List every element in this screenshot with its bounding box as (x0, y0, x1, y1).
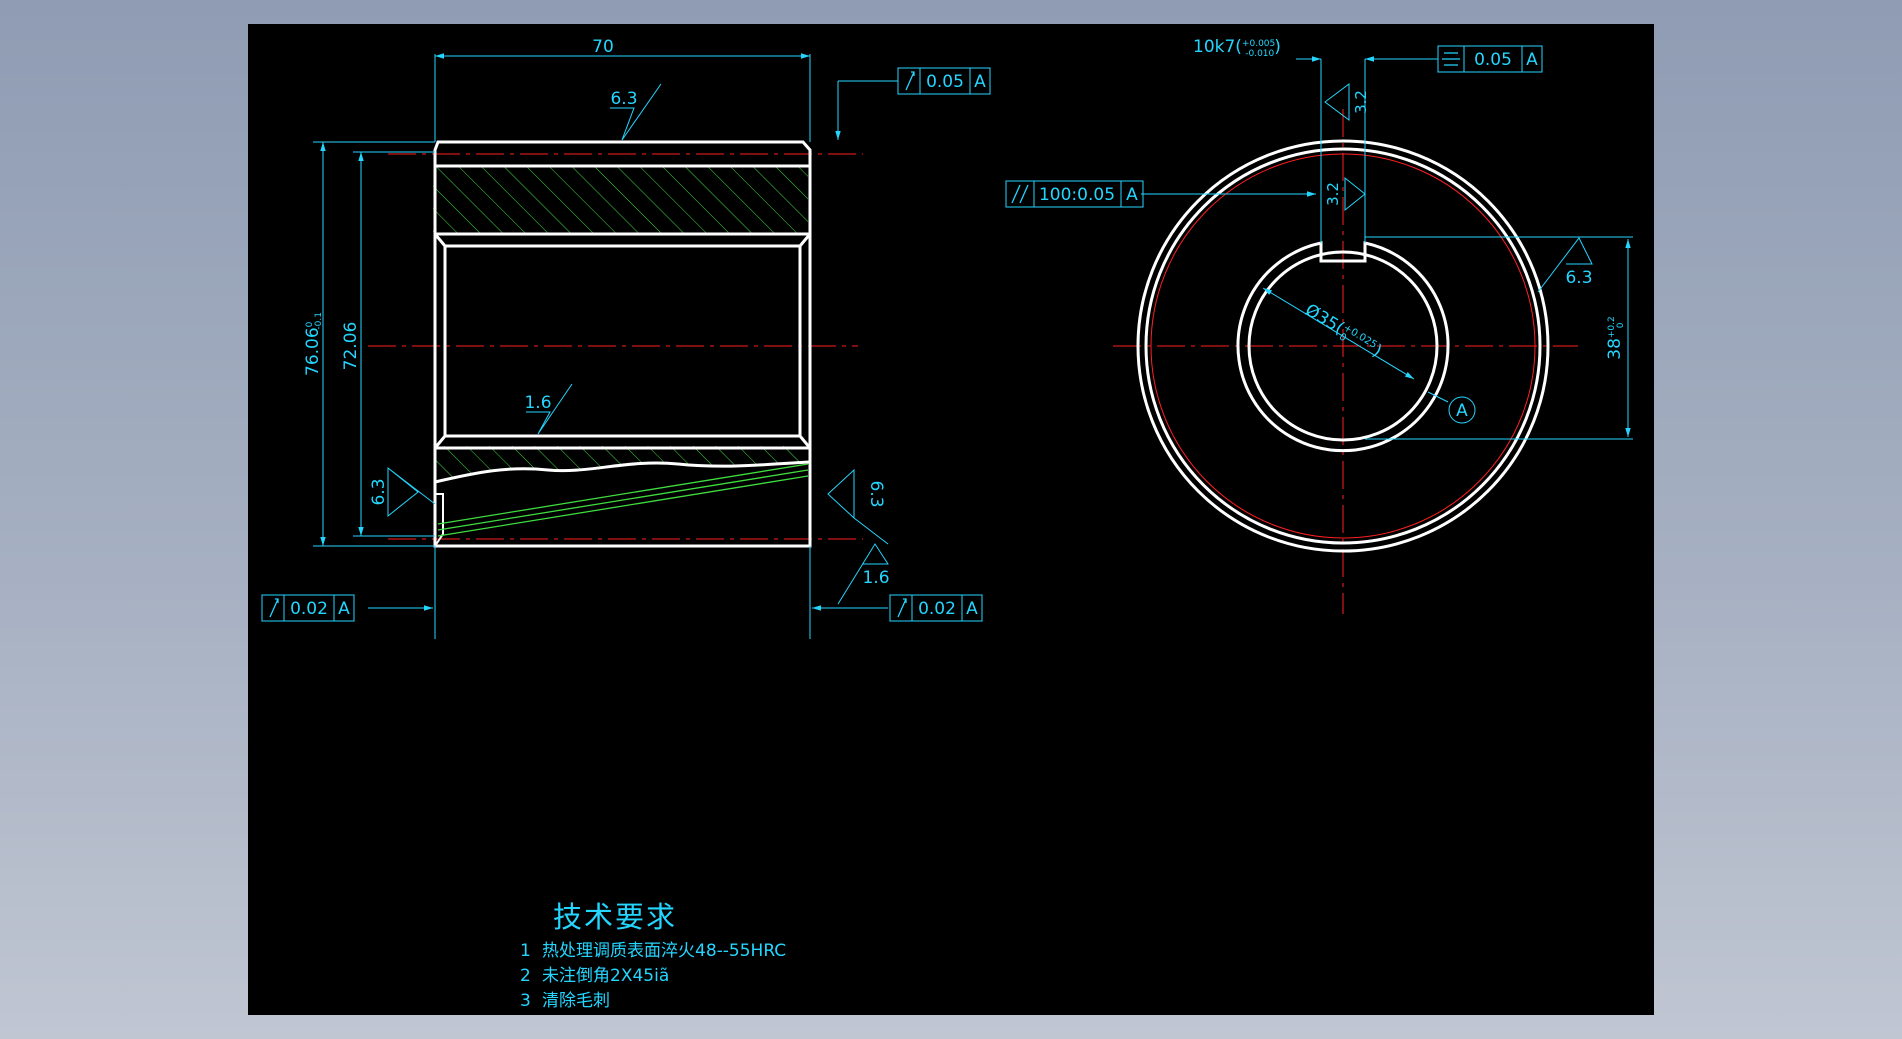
bore-top-chamfer (433, 233, 812, 248)
bore-bottom-chamfer (433, 434, 812, 449)
hatch-top-wall (433, 166, 808, 234)
front-dimensions (313, 53, 898, 639)
outer-chamfer-circle (1144, 147, 1542, 545)
svg-text:0.02: 0.02 (918, 599, 956, 619)
svg-text:100:0.05: 100:0.05 (1039, 185, 1115, 205)
front-section-view (368, 140, 863, 548)
svg-text:A: A (1526, 50, 1538, 70)
svg-text:1.6: 1.6 (524, 393, 551, 413)
runout-icon (269, 598, 279, 618)
svg-text:0.02: 0.02 (290, 599, 328, 619)
svg-text:A: A (338, 599, 350, 619)
svg-text:A: A (966, 599, 978, 619)
roughness-right-chamfer: 6.3 (827, 468, 889, 545)
svg-text:0.05: 0.05 (1474, 50, 1512, 70)
dim-keyway-width: 10k7(+0.005-0.010) (1193, 37, 1281, 59)
runout-icon (905, 71, 915, 91)
svg-text:6.3: 6.3 (866, 480, 886, 507)
tolerance-frame-runout-right: 0.02 A (889, 594, 983, 622)
parallelism-icon (1011, 184, 1029, 204)
svg-text:3.2: 3.2 (1324, 182, 1342, 206)
symmetry-icon (1442, 52, 1460, 66)
svg-text:1.6: 1.6 (862, 568, 889, 588)
dim-outer-diameter: 76.060-0.1 (303, 312, 324, 376)
svg-text:A: A (1456, 401, 1468, 421)
roughness-right-face: 1.6 (837, 543, 890, 605)
dim-key-depth: 38+0.20 (1605, 316, 1626, 360)
svg-text:A: A (1126, 185, 1138, 205)
tolerance-frame-parallelism: 100:0.05 A (1005, 180, 1144, 208)
runout-icon (897, 598, 907, 618)
roughness-bore: 1.6 (524, 383, 573, 435)
svg-text:6.3: 6.3 (610, 89, 637, 109)
tolerance-frame-runout-top: 0.05 A (897, 67, 991, 95)
svg-text:0.05: 0.05 (926, 72, 964, 92)
tolerance-frame-runout-left: 0.02 A (261, 594, 355, 622)
end-dimensions (1141, 56, 1633, 440)
dim-length: 70 (592, 37, 614, 57)
tech-requirements-title: 技术要求 (553, 900, 678, 934)
tolerance-frame-symmetry: 0.05 A (1437, 45, 1543, 73)
keyway-line-3 (437, 475, 809, 537)
cad-drawing: 70 76.060-0.1 72.06 6.3 1.6 6.3 6.3 1.6 … (261, 37, 1633, 639)
roughness-end-view: 6.3 (1537, 237, 1593, 293)
roughness-keyway-side: 3.2 (1324, 83, 1370, 121)
svg-text:3.2: 3.2 (1352, 90, 1370, 114)
break-line (434, 460, 811, 484)
svg-text:6.3: 6.3 (1565, 268, 1592, 288)
outer-pitch-circle (1150, 153, 1536, 539)
keyway-line-2 (437, 469, 809, 531)
outer-circle (1136, 139, 1550, 553)
datum-balloon: A (1448, 396, 1476, 424)
dim-72: 72.06 (341, 322, 361, 371)
roughness-keyway-bottom: 3.2 (1324, 176, 1366, 212)
left-lower-chamfer (434, 493, 444, 547)
keyway-line-1 (437, 463, 809, 525)
cad-viewport[interactable]: 70 76.060-0.1 72.06 6.3 1.6 6.3 6.3 1.6 … (248, 24, 1654, 1015)
bore-with-keyway (1236, 241, 1450, 453)
svg-text:A: A (974, 72, 986, 92)
roughness-top: 6.3 (610, 83, 662, 141)
svg-text:6.3: 6.3 (369, 478, 389, 505)
roughness-left-chamfer: 6.3 (369, 466, 436, 518)
bore-inner-circle (1247, 250, 1439, 442)
end-view (1113, 109, 1578, 614)
